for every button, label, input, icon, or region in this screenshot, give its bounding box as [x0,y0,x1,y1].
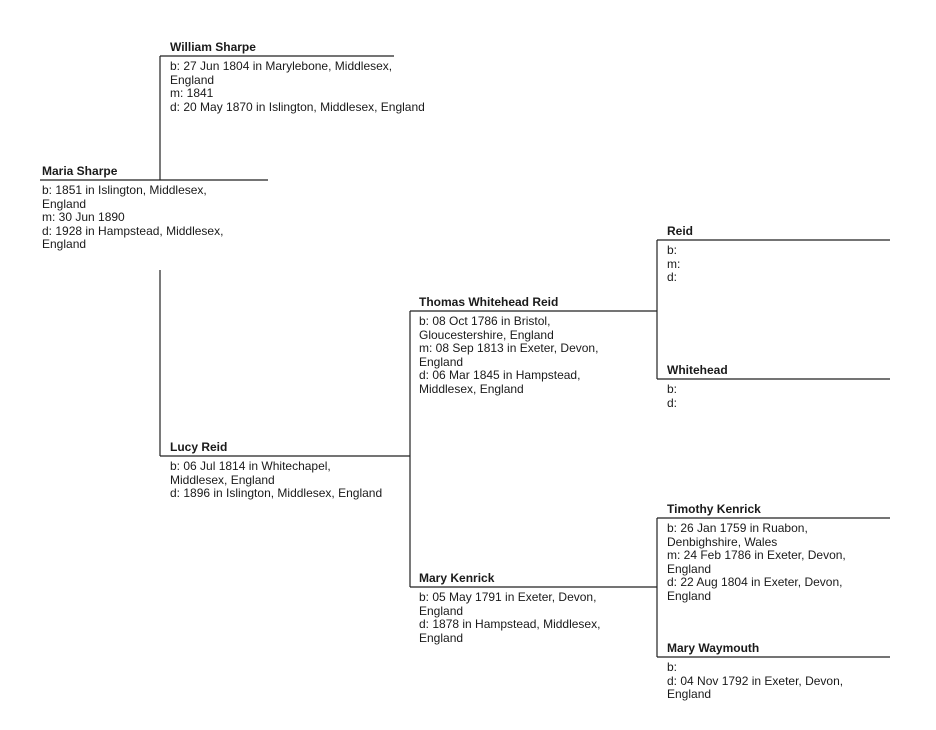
person-name: Timothy Kenrick [667,502,761,516]
birth-info: b: 1851 in Islington, Middlesex, England [42,183,207,211]
birth-info: b: 08 Oct 1786 in Bristol, Gloucestershi… [419,314,554,342]
death-info: d: 06 Mar 1845 in Hampstead, Middlesex, … [419,368,581,396]
marriage-info: m: 1841 [170,86,214,100]
birth-info: b: [667,660,678,674]
marriage-info: m: 08 Sep 1813 in Exeter, Devon, England [419,341,599,369]
person-details: b: d: 04 Nov 1792 in Exeter, Devon, Engl… [667,660,882,702]
person-timothy-kenrick: Timothy Kenrick b: 26 Jan 1759 in Ruabon… [667,502,882,603]
marriage-info: m: 24 Feb 1786 in Exeter, Devon, England [667,548,846,576]
death-info: d: 1928 in Hampstead, Middlesex, England [42,223,224,251]
person-name: Reid [667,224,694,238]
person-details: b: 26 Jan 1759 in Ruabon, Denbighshire, … [667,521,882,603]
person-name: Lucy Reid [170,440,228,454]
birth-info: b: [667,243,678,257]
person-mary-waymouth: Mary Waymouth b: d: 04 Nov 1792 in Exete… [667,641,882,702]
person-whitehead: Whitehead b: d: [667,363,887,410]
death-info: d: 04 Nov 1792 in Exeter, Devon, England [667,673,844,701]
person-william-sharpe: William Sharpe b: 27 Jun 1804 in Maryleb… [170,40,430,114]
person-thomas-whitehead-reid: Thomas Whitehead Reid b: 08 Oct 1786 in … [419,295,639,396]
birth-info: b: 05 May 1791 in Exeter, Devon, England [419,590,597,618]
birth-info: b: [667,382,678,396]
death-info: d: [667,395,678,410]
person-details: b: 08 Oct 1786 in Bristol, Gloucestershi… [419,314,639,396]
person-name: Whitehead [667,363,728,377]
person-name: Mary Waymouth [667,641,760,655]
death-info: d: 20 May 1870 in Islington, Middlesex, … [170,99,425,114]
death-info: d: 1878 in Hampstead, Middlesex, England [419,617,601,645]
person-details: b: 1851 in Islington, Middlesex, England… [42,183,252,252]
person-name: Mary Kenrick [419,571,495,585]
person-mary-kenrick: Mary Kenrick b: 05 May 1791 in Exeter, D… [419,571,634,645]
person-details: b: 05 May 1791 in Exeter, Devon, England… [419,590,634,645]
death-info: d: 1896 in Islington, Middlesex, England [170,486,383,500]
birth-info: b: 26 Jan 1759 in Ruabon, Denbighshire, … [667,521,808,549]
person-details: b: 27 Jun 1804 in Marylebone, Middlesex,… [170,59,430,114]
person-maria-sharpe: Maria Sharpe b: 1851 in Islington, Middl… [42,164,252,252]
death-info: d: 22 Aug 1804 in Exeter, Devon, England [667,575,843,603]
person-name: William Sharpe [170,40,256,54]
marriage-info: m: [667,256,681,271]
person-name: Maria Sharpe [42,164,118,178]
person-details: b: d: [667,382,887,410]
person-reid: Reid b: m: d: [667,224,887,285]
person-name: Thomas Whitehead Reid [419,295,559,309]
death-info: d: [667,270,678,284]
birth-info: b: 06 Jul 1814 in Whitechapel, Middlesex… [170,459,331,487]
person-details: b: m: d: [667,243,887,285]
person-details: b: 06 Jul 1814 in Whitechapel, Middlesex… [170,459,390,501]
birth-info: b: 27 Jun 1804 in Marylebone, Middlesex,… [170,59,393,87]
marriage-info: m: 30 Jun 1890 [42,210,125,224]
person-lucy-reid: Lucy Reid b: 06 Jul 1814 in Whitechapel,… [170,440,390,501]
